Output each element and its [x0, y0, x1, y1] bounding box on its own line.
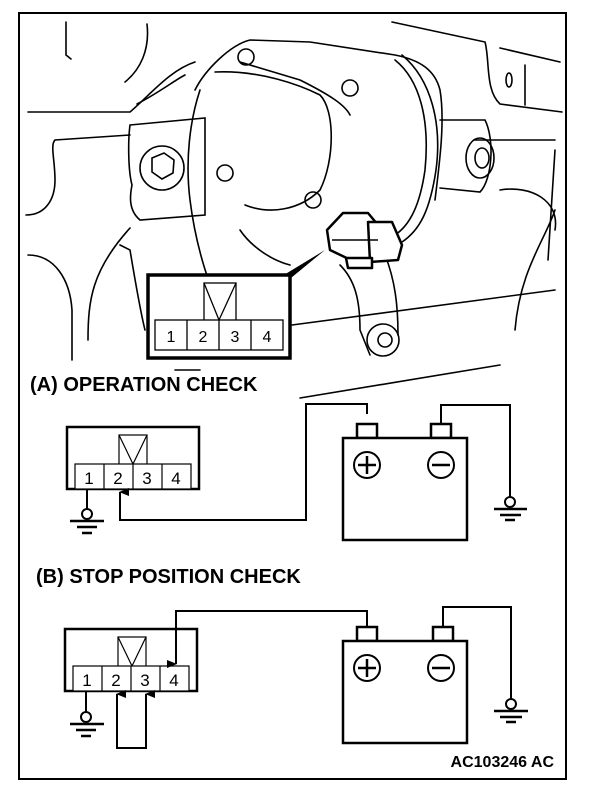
pin-label: 2: [111, 671, 120, 690]
wire-battery-neg-ground: [442, 606, 512, 700]
pin-label: 3: [142, 469, 151, 488]
section-a-title: (A) OPERATION CHECK: [30, 374, 258, 396]
pin-label: 3: [140, 671, 149, 690]
figure-frame: [18, 12, 567, 780]
section-a-connector: 1 2 3 4: [65, 425, 201, 491]
illustration-connector-face: 1 2 3 4: [146, 273, 292, 360]
negative-terminal-icon: [427, 654, 455, 682]
pin-label: 2: [113, 469, 122, 488]
pin-label: 1: [167, 329, 176, 346]
section-b-connector: 1 2 3 4: [63, 627, 199, 693]
pin-label: 4: [171, 469, 180, 488]
pin-label: 4: [169, 671, 178, 690]
section-a-operation-check: (A) OPERATION CHECK 1 2 3 4: [30, 374, 527, 542]
ground-icon: [494, 698, 528, 724]
pin-label: 2: [199, 329, 208, 346]
pin-label: 4: [263, 329, 272, 346]
ground-icon: [494, 496, 527, 522]
battery-icon: [341, 422, 469, 542]
wire-battery-neg-ground: [440, 404, 511, 498]
negative-terminal-icon: [427, 451, 455, 479]
ground-icon: [70, 508, 104, 535]
ground-icon: [70, 711, 104, 738]
pin-label: 3: [231, 329, 240, 346]
wiper-motor-illustration: [25, 21, 563, 399]
wire-battery-pos-pin4: [167, 610, 368, 668]
jumper-wire-pin2-pin3: [116, 690, 155, 749]
section-b-stop-position-check: (B) STOP POSITION CHECK 1 2 3 4: [36, 566, 528, 749]
positive-terminal-icon: [353, 654, 381, 682]
figure-id: AC103246 AC: [451, 754, 555, 771]
battery-icon: [341, 625, 469, 745]
motor-connector-illustration: [325, 211, 404, 270]
pin-label: 1: [82, 671, 91, 690]
wire-battery-pos-pin2: [119, 403, 368, 521]
positive-terminal-icon: [353, 451, 381, 479]
pin-label: 1: [84, 469, 93, 488]
section-b-title: (B) STOP POSITION CHECK: [36, 566, 301, 588]
